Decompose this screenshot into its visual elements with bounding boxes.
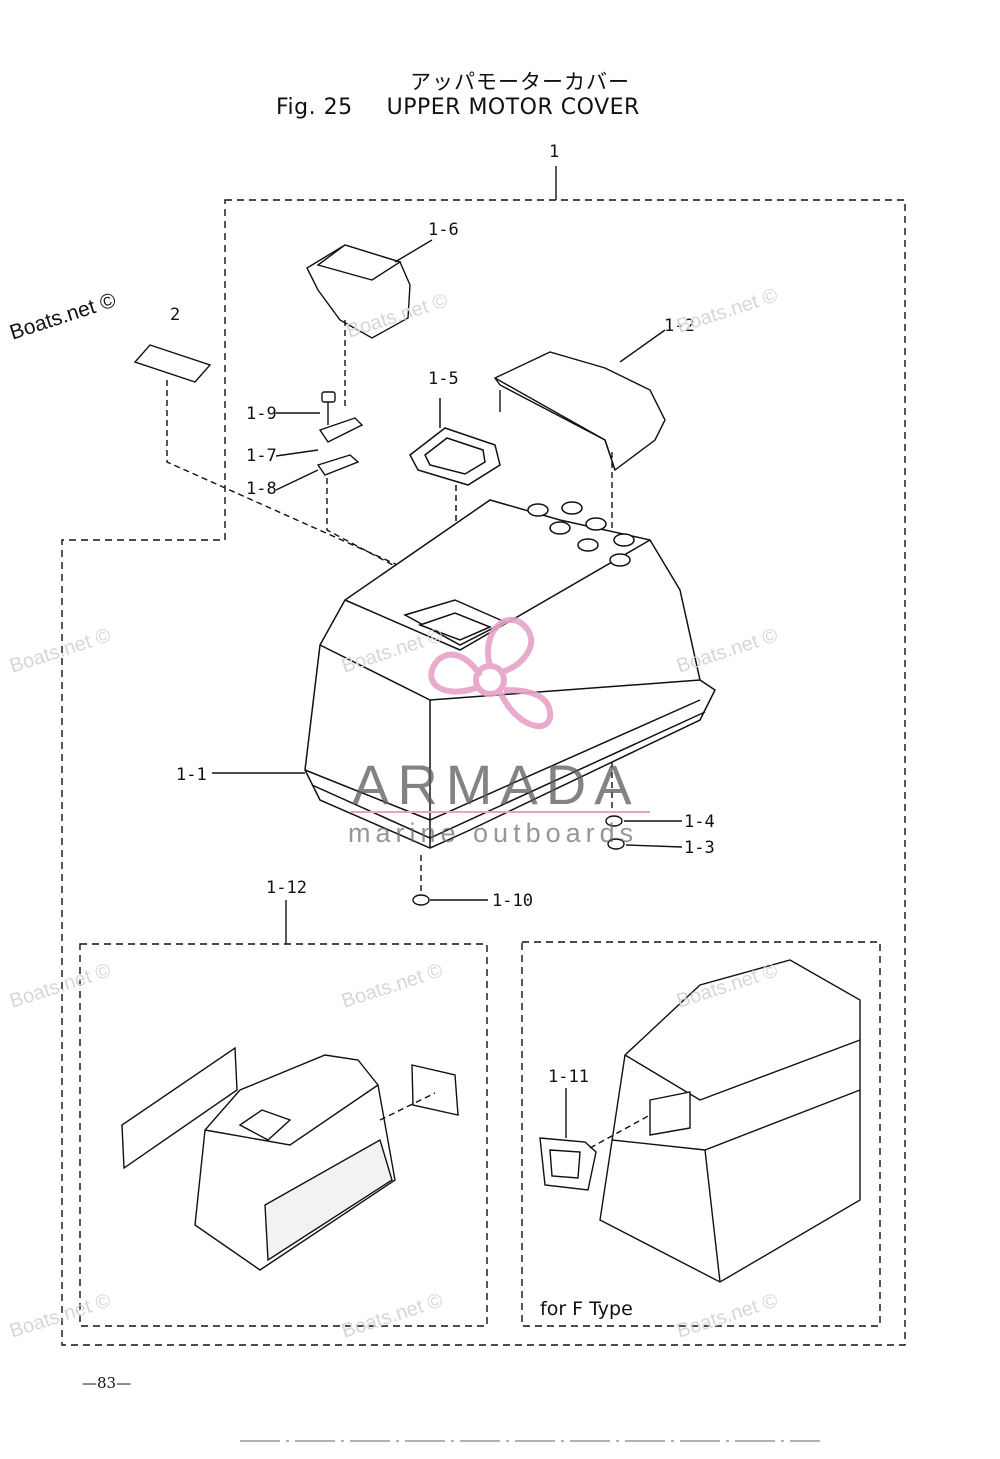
callout-1-6: 1-6 xyxy=(428,220,459,240)
callout-1-1: 1-1 xyxy=(176,765,207,785)
callout-2: 2 xyxy=(170,305,181,325)
callout-1-7: 1-7 xyxy=(246,446,277,466)
callout-1-3: 1-3 xyxy=(684,838,715,858)
watermark-armada: ARMADA xyxy=(352,753,640,816)
callout-1-8: 1-8 xyxy=(246,479,277,499)
callout-1-11: 1-11 xyxy=(548,1067,589,1087)
part-1-1-motor-cover xyxy=(212,499,716,849)
armada-propeller-logo xyxy=(428,616,554,730)
parts-nuts xyxy=(412,815,683,906)
parts-hardware xyxy=(275,391,441,591)
figure-name: UPPER MOTOR COVER xyxy=(386,95,640,120)
inset-f-type-cover xyxy=(539,959,861,1283)
filler-caps xyxy=(527,501,635,567)
figure-number: Fig. 25 xyxy=(276,95,353,120)
inset-note-f-type: for F Type xyxy=(540,1298,633,1320)
callout-1-2: 1-2 xyxy=(664,316,695,336)
callout-1-12: 1-12 xyxy=(266,878,307,898)
figure-title-japanese: アッパモーターカバー xyxy=(410,70,630,94)
callout-1-5: 1-5 xyxy=(428,369,459,389)
inset-box-decals xyxy=(79,943,488,1327)
watermark-armada-sub: marine outboards xyxy=(348,818,639,848)
inset-decal-cover xyxy=(121,1046,459,1271)
decal-part-2 xyxy=(133,344,421,610)
callout-1-4: 1-4 xyxy=(684,812,715,832)
part-1-2-hood xyxy=(493,329,666,808)
part-1-6-cover xyxy=(306,239,433,410)
assembly-boundary xyxy=(61,199,906,1346)
callout-1-10: 1-10 xyxy=(492,891,533,911)
callout-1: 1 xyxy=(549,142,560,162)
part-1-5-gasket xyxy=(409,398,501,620)
callout-1-9: 1-9 xyxy=(246,404,277,424)
page-number: —83— xyxy=(82,1374,132,1392)
figure-title: Fig. 25 UPPER MOTOR COVER xyxy=(276,95,640,120)
